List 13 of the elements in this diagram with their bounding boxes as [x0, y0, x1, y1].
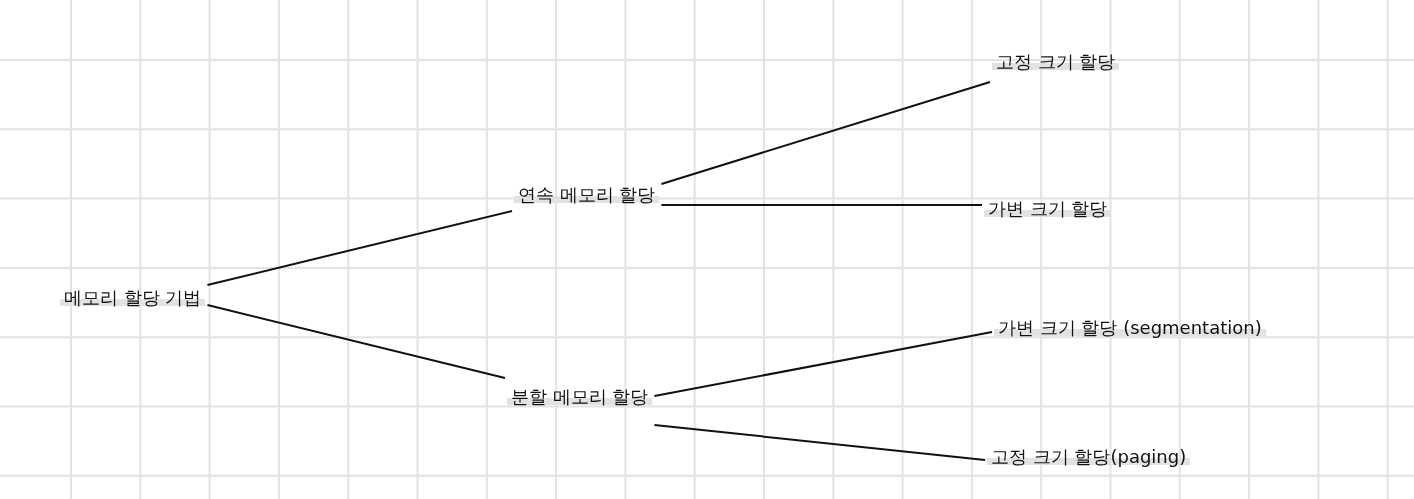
connector-line — [660, 81, 991, 185]
node-label: 분할 메모리 할당 — [507, 386, 653, 407]
connector-line — [653, 331, 993, 397]
node-label: 연속 메모리 할당 — [514, 184, 660, 205]
node-label: 고정 크기 할당 — [992, 51, 1120, 72]
node-label: 메모리 할당 기법 — [60, 287, 206, 308]
node-label: 고정 크기 할당(paging) — [987, 446, 1191, 467]
connector-line — [206, 304, 506, 379]
connector-line — [653, 424, 986, 461]
connector-line — [206, 210, 513, 286]
connector-line — [660, 204, 983, 206]
node-label: 가변 크기 할당 — [984, 198, 1112, 219]
node-label: 가변 크기 할당 (segmentation) — [994, 317, 1266, 338]
